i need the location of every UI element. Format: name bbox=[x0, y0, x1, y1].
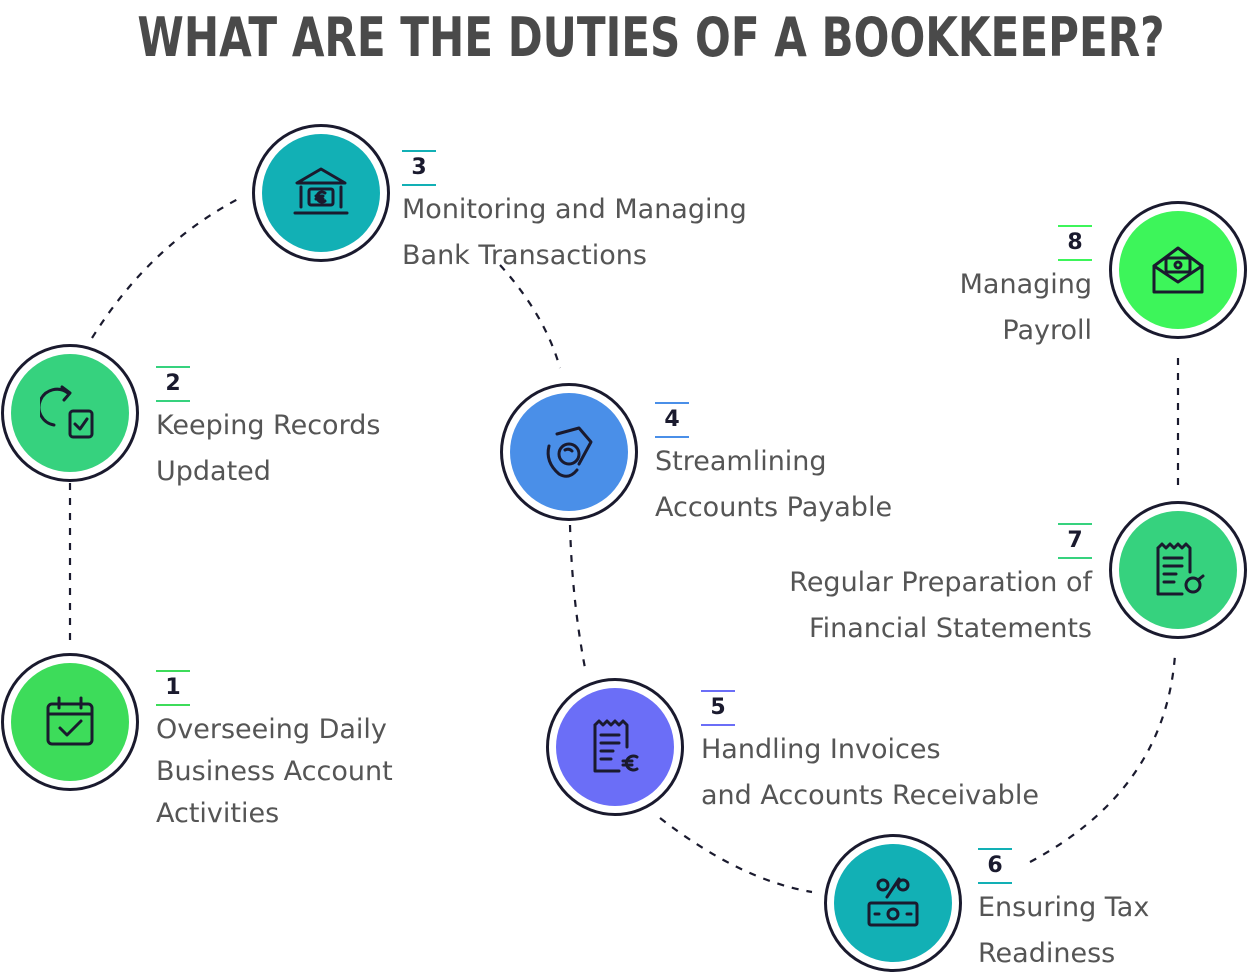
percent-money-icon bbox=[867, 877, 919, 927]
duty-6-node bbox=[824, 834, 962, 972]
bank-euro-icon bbox=[293, 167, 349, 215]
duty-8-number: 8 bbox=[1067, 230, 1083, 255]
duty-5-node bbox=[546, 678, 684, 816]
hand-coin-icon bbox=[546, 426, 593, 478]
page-title: WHAT ARE THE DUTIES OF A BOOKKEEPER? bbox=[137, 6, 1165, 69]
payroll-envelope-icon bbox=[1152, 246, 1204, 294]
duty-3-text-line2: Bank Transactions bbox=[402, 240, 647, 271]
statement-report-icon bbox=[1156, 542, 1205, 596]
duty-6-number: 6 bbox=[987, 853, 1003, 878]
duty-4-label: 4 Streamlining Accounts Payable bbox=[655, 402, 892, 530]
duty-1-node bbox=[1, 653, 139, 791]
duty-7-node bbox=[1109, 501, 1247, 639]
duty-2-label: 2 Keeping Records Updated bbox=[156, 366, 380, 494]
duty-1-text-line1: Overseeing Daily bbox=[156, 714, 387, 745]
connector-5-6 bbox=[659, 817, 813, 894]
duty-3-node bbox=[252, 124, 390, 262]
refresh-clipboard-icon bbox=[40, 385, 94, 439]
duty-1-text-line3: Activities bbox=[156, 798, 280, 829]
duty-5-label: 5 Handling Invoices and Accounts Receiva… bbox=[701, 690, 1039, 818]
duty-8-text-line2: Payroll bbox=[1002, 315, 1092, 346]
duty-8-text-line1: Managing bbox=[959, 269, 1092, 300]
duty-3-number: 3 bbox=[411, 155, 427, 180]
duty-7-label: 7 Regular Preparation of Financial State… bbox=[789, 523, 1092, 651]
duty-5-number: 5 bbox=[710, 695, 726, 720]
calendar-check-icon bbox=[46, 696, 94, 746]
duty-3-text-line1: Monitoring and Managing bbox=[402, 194, 747, 225]
duty-2-text-line1: Keeping Records bbox=[156, 410, 381, 441]
connector-3-4 bbox=[499, 264, 562, 369]
duty-4-text-line1: Streamlining bbox=[655, 446, 827, 477]
duty-2-number: 2 bbox=[165, 371, 181, 396]
connector-2-3 bbox=[91, 197, 241, 339]
duty-1-label: 1 Overseeing Daily Business Account Acti… bbox=[156, 670, 393, 836]
duty-7-text-line2: Financial Statements bbox=[809, 613, 1092, 644]
duty-4-node bbox=[500, 383, 638, 521]
duty-6-label: 6 Ensuring Tax Readiness bbox=[978, 848, 1149, 976]
duty-6-text-line1: Ensuring Tax bbox=[978, 892, 1150, 923]
duty-2-text-line2: Updated bbox=[156, 456, 271, 487]
connector-4-5 bbox=[568, 524, 587, 669]
duty-5-text-line1: Handling Invoices bbox=[701, 734, 941, 765]
duty-6-text-line2: Readiness bbox=[978, 938, 1116, 969]
duty-8-label: 8 Managing Payroll bbox=[960, 225, 1092, 353]
invoice-euro-icon bbox=[593, 719, 639, 773]
duty-7-number: 7 bbox=[1067, 528, 1083, 553]
duty-1-text-line2: Business Account bbox=[156, 756, 393, 787]
duty-3-label: 3 Monitoring and Managing Bank Transacti… bbox=[402, 150, 747, 278]
connector-6-7 bbox=[1029, 654, 1177, 863]
duty-4-text-line2: Accounts Payable bbox=[655, 492, 893, 523]
duty-4-number: 4 bbox=[664, 407, 680, 432]
duty-5-text-line2: and Accounts Receivable bbox=[701, 780, 1039, 811]
duty-7-text-line1: Regular Preparation of bbox=[789, 567, 1092, 598]
duty-8-node bbox=[1109, 201, 1247, 339]
duty-2-node bbox=[1, 344, 139, 482]
duty-1-number: 1 bbox=[165, 675, 181, 700]
